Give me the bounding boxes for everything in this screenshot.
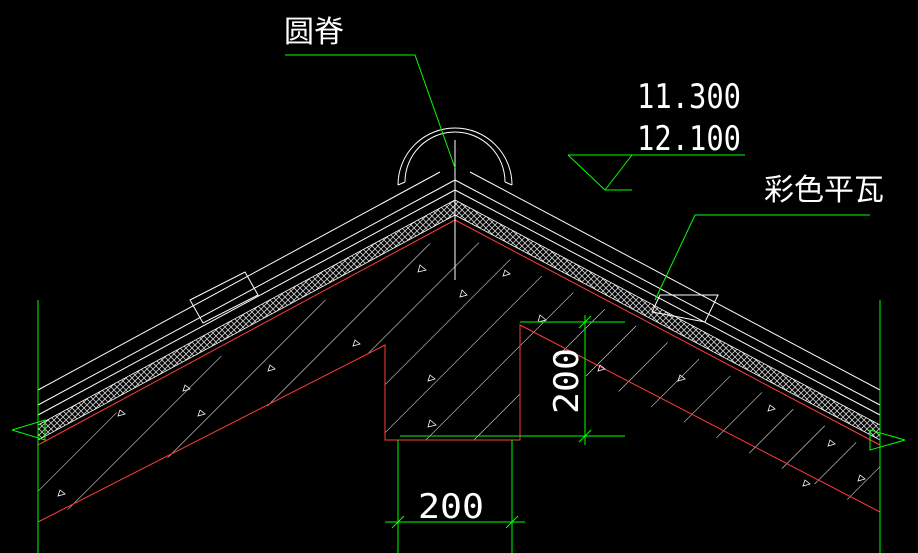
- tile-batten-left: [189, 271, 259, 324]
- ridge-tile: [397, 127, 513, 280]
- concrete-bottom-edge: [37, 324, 881, 523]
- dimension-vertical: [400, 315, 625, 445]
- dimension-bottom-label: 200: [418, 487, 484, 527]
- tile-callout-label: 彩色平瓦: [764, 173, 884, 208]
- dimension-bottom: [385, 440, 525, 553]
- tile-batten-right: [651, 294, 719, 323]
- leader-lines: [285, 54, 870, 301]
- concrete-slab: [38, 230, 880, 525]
- side-boundary-lines: [11, 300, 906, 553]
- dimension-vertical-label: 200: [547, 348, 587, 414]
- aggregate-marks: [57, 264, 866, 497]
- elevation-label-1: 11.300: [637, 77, 741, 117]
- elevation-label-2: 12.100: [637, 119, 741, 159]
- ridge-callout-label: 圆脊: [284, 15, 344, 50]
